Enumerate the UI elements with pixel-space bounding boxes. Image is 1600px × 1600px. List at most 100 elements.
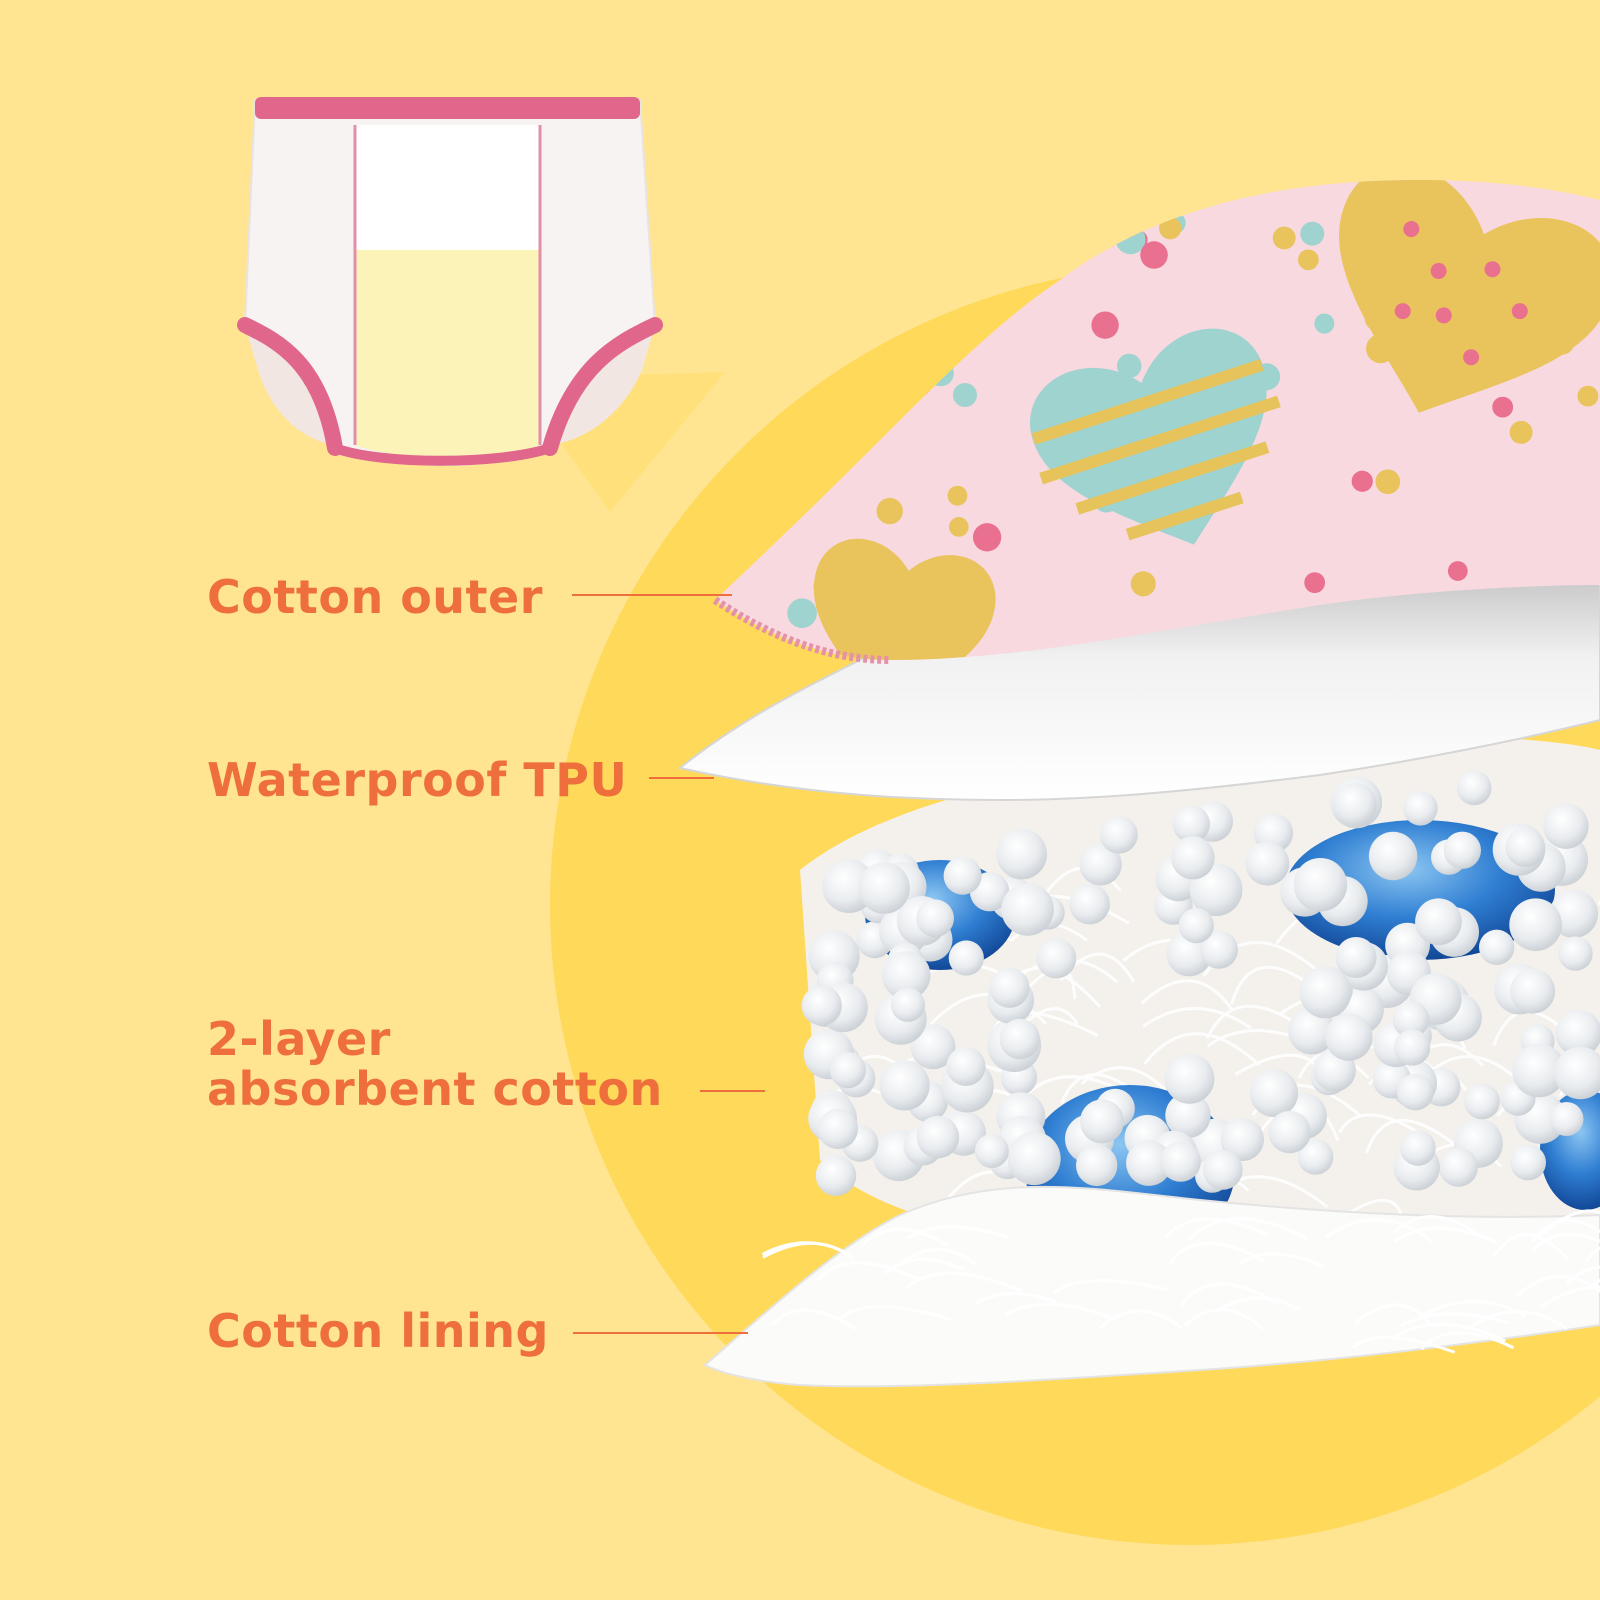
fabric-dot — [753, 345, 779, 371]
lining-fiber — [1215, 1296, 1300, 1313]
lining-fiber — [1354, 1303, 1434, 1328]
fabric-dot — [1130, 571, 1156, 597]
cotton-bead — [1036, 938, 1077, 979]
label-waterproof-tpu: Waterproof TPU — [207, 753, 628, 807]
leader-cotton-lining — [573, 1332, 748, 1334]
lining-fiber — [1179, 1282, 1279, 1307]
fabric-dot — [769, 331, 792, 354]
cotton-bead — [1368, 831, 1418, 881]
cotton-bead — [1007, 1131, 1061, 1186]
fiber-strand — [1234, 1053, 1318, 1076]
cotton-bead — [801, 985, 842, 1026]
fabric-dot — [1509, 420, 1533, 444]
fabric-dot — [819, 219, 840, 241]
lining-fiber — [1187, 1217, 1308, 1241]
striped-heart-print — [1030, 328, 1281, 545]
lining-fiber — [903, 1271, 1023, 1293]
fabric-dot — [1314, 313, 1335, 334]
lining-fiber — [1541, 1209, 1600, 1236]
cotton-bead — [1164, 1054, 1215, 1104]
lining-fiber — [899, 1247, 977, 1267]
cotton-bead — [1220, 1117, 1265, 1162]
cotton-bead — [1165, 1092, 1211, 1139]
cotton-bead — [916, 899, 954, 938]
lining-fiber — [816, 1261, 921, 1282]
lining-fiber — [762, 1241, 855, 1261]
cotton-bead — [989, 967, 1030, 1008]
fabric-dot — [1091, 311, 1119, 339]
cotton-bead — [1268, 1110, 1311, 1154]
fabric-dot — [1300, 221, 1325, 246]
label-absorbent-line1: 2-layer — [207, 1012, 391, 1066]
fabric-dot — [1298, 249, 1319, 271]
lining-fiber — [1325, 1218, 1434, 1243]
leader-cotton-outer — [572, 594, 732, 596]
cotton-bead — [1076, 1144, 1118, 1187]
fabric-dot — [1272, 226, 1296, 250]
cotton-bead — [999, 1018, 1040, 1060]
cotton-bead — [815, 1155, 857, 1196]
cotton-bead — [1456, 770, 1492, 806]
lining-fiber — [1492, 1233, 1570, 1261]
cotton-bead — [1505, 827, 1545, 867]
cotton-bead — [1160, 1141, 1201, 1182]
label-cotton-outer: Cotton outer — [207, 570, 543, 624]
fiber-strand — [1140, 979, 1235, 1012]
lining-fiber — [1394, 1226, 1497, 1244]
cotton-bead — [1171, 836, 1215, 880]
polka-heart-print — [1339, 180, 1600, 413]
cotton-bead — [974, 1134, 1009, 1168]
cotton-bead — [910, 1024, 956, 1070]
fabric-dot — [1351, 470, 1373, 492]
cotton-bead — [1512, 1043, 1566, 1098]
cotton-bead — [1554, 1046, 1600, 1100]
cotton-bead — [946, 1046, 986, 1086]
cotton-bead — [1558, 936, 1593, 971]
fabric-dot — [1577, 385, 1599, 407]
label-absorbent-cotton: 2-layer absorbent cotton — [207, 1014, 663, 1114]
label-cotton-lining: Cotton lining — [207, 1304, 549, 1358]
cotton-bead — [1443, 831, 1482, 869]
gel-bead — [1285, 820, 1555, 960]
cotton-bead — [1509, 898, 1562, 951]
fiber-strand — [1080, 1066, 1167, 1092]
fabric-dot — [1002, 200, 1028, 226]
fabric-dot — [1140, 241, 1168, 269]
cotton-bead — [1178, 908, 1214, 944]
cotton-bead — [1069, 883, 1110, 925]
lining-fiber — [1237, 1252, 1324, 1268]
lining-fiber — [1565, 1265, 1600, 1285]
cotton-bead — [1543, 803, 1589, 849]
cotton-bead — [1288, 1007, 1336, 1055]
cotton-bead — [943, 856, 982, 895]
cotton-bead — [1245, 841, 1290, 886]
cotton-bead — [858, 862, 910, 914]
cotton-bead — [1325, 1013, 1373, 1061]
fabric-dot — [1304, 572, 1326, 593]
cotton-bead — [1335, 937, 1377, 978]
cotton-bead — [1079, 843, 1122, 886]
cotton-bead — [1199, 930, 1238, 969]
fabric-dot — [949, 517, 969, 537]
cotton-bead — [879, 1060, 930, 1111]
cotton-bead — [916, 1115, 960, 1159]
cotton-bead — [882, 951, 931, 1000]
lining-fiber — [771, 1308, 859, 1331]
cotton-bead — [1100, 815, 1138, 854]
fiber-strand — [992, 1011, 1099, 1038]
cotton-bead — [1510, 1144, 1546, 1181]
fiber-strand — [1143, 1032, 1261, 1067]
lining-fiber — [1053, 1279, 1169, 1294]
cotton-bead — [829, 1052, 867, 1089]
label-absorbent-line2: absorbent cotton — [207, 1062, 663, 1116]
fabric-dot — [876, 497, 903, 525]
fabric-dot — [972, 523, 1002, 552]
fabric-dot — [787, 598, 817, 629]
cotton-bead — [1397, 1073, 1434, 1111]
lining-fiber — [1400, 1312, 1509, 1327]
leader-absorbent-cotton — [700, 1090, 765, 1092]
cotton-bead — [1001, 883, 1054, 936]
cotton-bead — [1297, 1139, 1334, 1175]
fabric-dot — [1375, 469, 1401, 495]
